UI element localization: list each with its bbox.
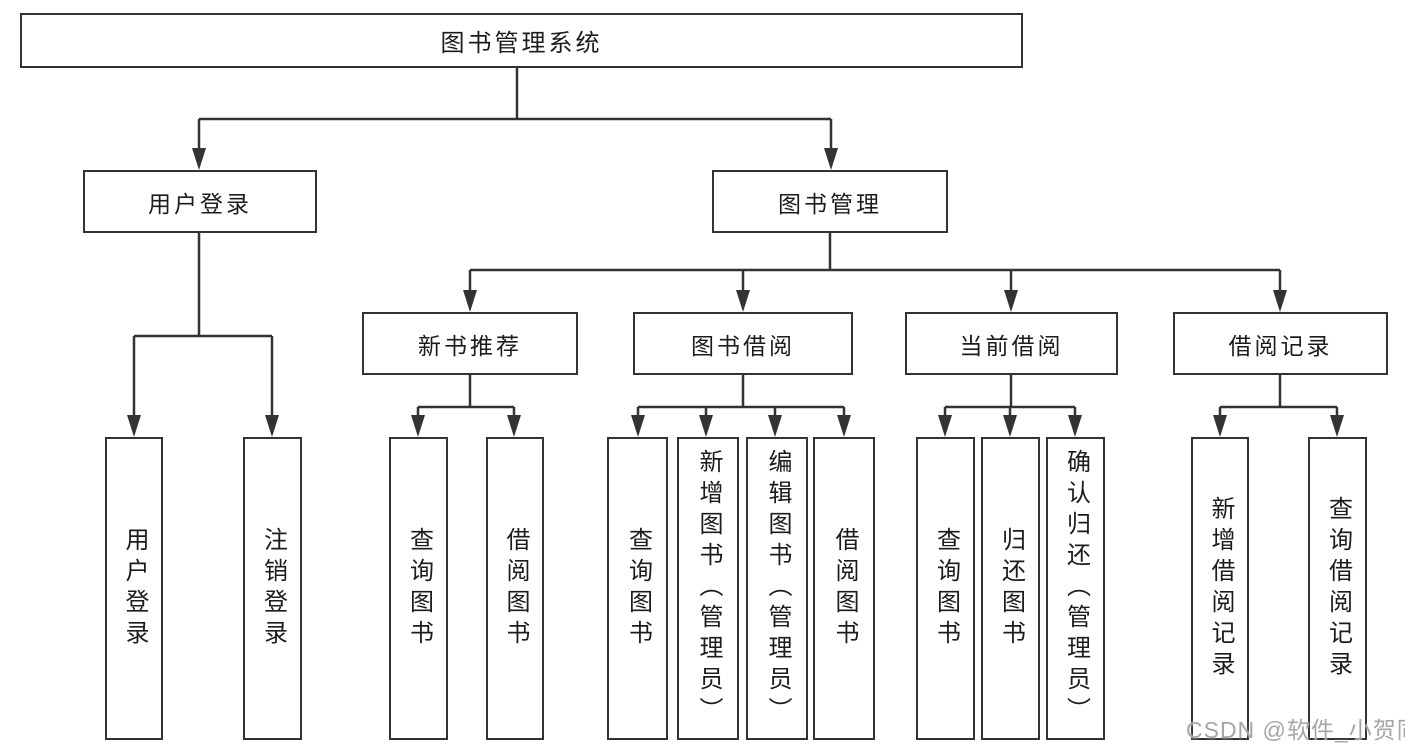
- leaf-label: 归还图书: [997, 526, 1025, 651]
- connector-current-borrow-children: [938, 375, 1082, 437]
- connector-borrow-records-children: [1213, 375, 1344, 437]
- leaf-label: 确认归还（管理员）: [1062, 449, 1090, 728]
- leaf-query-borrow-record: 查询借阅记录: [1308, 437, 1367, 740]
- node-book-borrowing: 图书借阅: [633, 312, 853, 375]
- leaf-label: 借阅图书: [831, 526, 858, 651]
- leaf-return-books: 归还图书: [981, 437, 1040, 740]
- leaf-confirm-return-admin: 确认归还（管理员）: [1046, 437, 1105, 740]
- connector-new-book-children: [411, 375, 521, 437]
- leaf-label: 查询图书: [405, 526, 433, 651]
- node-new-book-recommendation: 新书推荐: [362, 312, 578, 375]
- connector-root-to-level2: [192, 68, 838, 170]
- csdn-watermark: CSDN @软件_小贺同学: [1186, 717, 1405, 743]
- leaf-query-books-current: 查询图书: [916, 437, 975, 740]
- leaf-label: 借阅图书: [502, 526, 529, 651]
- node-book-management: 图书管理: [712, 170, 948, 233]
- leaf-borrow-books-recommend: 借阅图书: [486, 437, 544, 740]
- connector-book-borrow-children: [631, 375, 851, 437]
- leaf-label: 注销登录: [259, 526, 287, 651]
- node-current-borrowing: 当前借阅: [905, 312, 1118, 375]
- node-user-login: 用户登录: [83, 170, 317, 233]
- node-borrowing-records: 借阅记录: [1173, 312, 1388, 375]
- leaf-user-login: 用户登录: [105, 437, 163, 740]
- leaf-add-book-admin: 新增图书（管理员）: [677, 437, 739, 740]
- leaf-query-books-borrowing: 查询图书: [607, 437, 668, 740]
- leaf-label: 查询借阅记录: [1324, 495, 1352, 682]
- leaf-query-books-recommend: 查询图书: [389, 437, 448, 740]
- connector-book-mgmt-children: [463, 232, 1287, 312]
- node-library-management-system: 图书管理系统: [20, 13, 1023, 68]
- leaf-logout: 注销登录: [243, 437, 302, 740]
- connector-user-login-children: [127, 232, 279, 437]
- leaf-label: 查询图书: [624, 526, 652, 651]
- leaf-label: 新增借阅记录: [1207, 495, 1234, 682]
- leaf-add-borrow-record: 新增借阅记录: [1191, 437, 1249, 740]
- leaf-label: 新增图书（管理员）: [695, 449, 722, 728]
- leaf-borrow-books-borrowing: 借阅图书: [813, 437, 875, 740]
- leaf-label: 查询图书: [932, 526, 960, 651]
- leaf-edit-book-admin: 编辑图书（管理员）: [746, 437, 808, 740]
- leaf-label: 编辑图书（管理员）: [764, 449, 791, 728]
- leaf-label: 用户登录: [121, 526, 148, 651]
